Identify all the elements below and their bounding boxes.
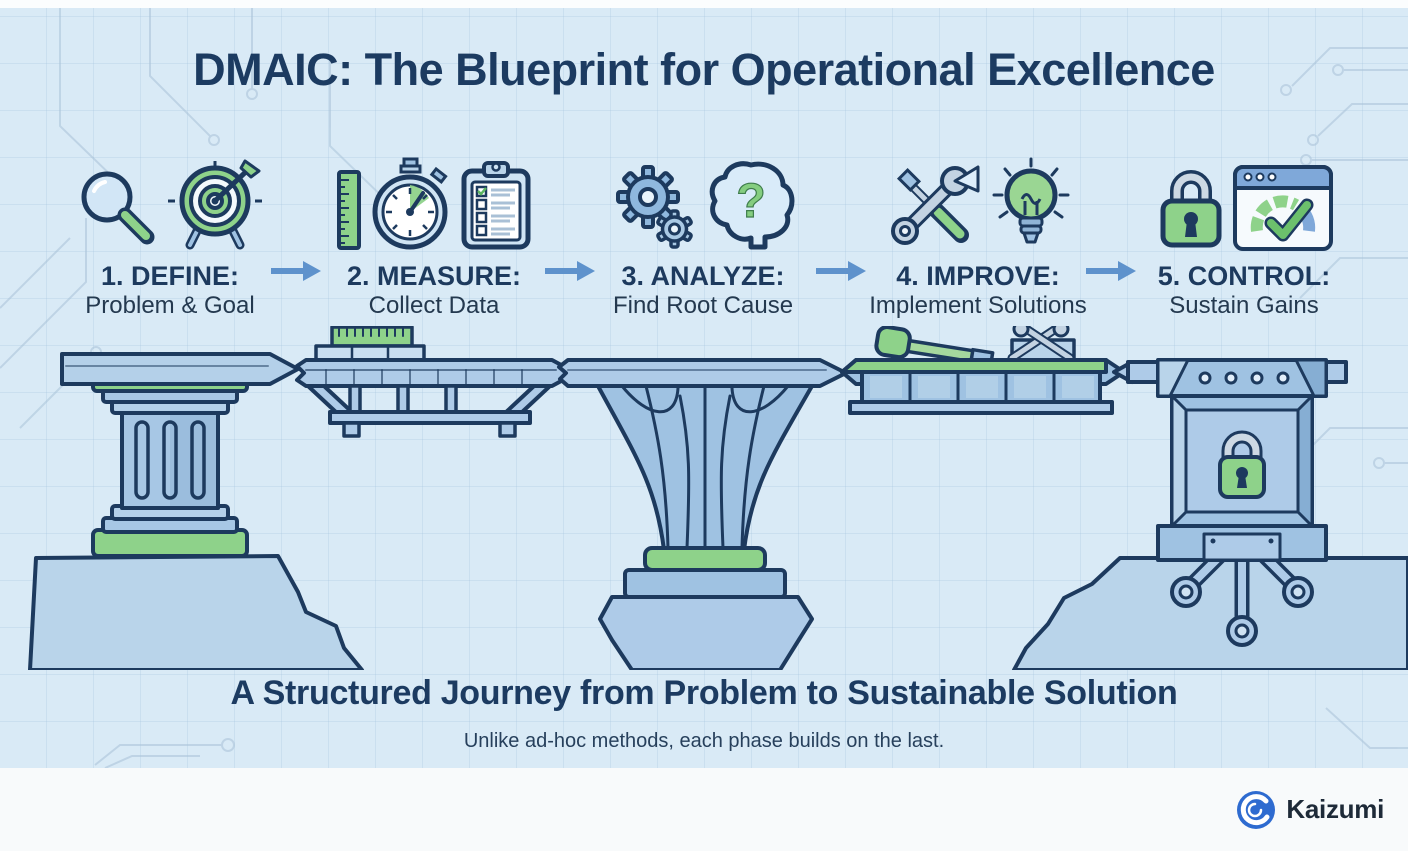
- crossed-tools-icon: [891, 165, 980, 245]
- wrenches-on-deck: [1007, 326, 1076, 363]
- analyze-organic-pier: [557, 358, 848, 670]
- bridge-illustration: [28, 326, 1408, 670]
- phase-name: 5. CONTROL:: [1157, 261, 1331, 291]
- improve-icons: [881, 149, 1075, 251]
- lightbulb-icon: [992, 157, 1070, 244]
- headline: A Structured Journey from Problem to Sus…: [230, 674, 1178, 712]
- phase-subtitle: Collect Data: [368, 292, 500, 319]
- blueprint-background: DMAIC: The Blueprint for Operational Exc…: [0, 8, 1408, 768]
- control-icons: [1155, 149, 1333, 251]
- measure-icons: [336, 149, 532, 251]
- define-pillar: [60, 352, 300, 558]
- phase-control: 5. CONTROL: Sustain Gains: [1124, 140, 1364, 320]
- stopwatch-icon: [372, 157, 448, 250]
- ruler-icon: [337, 170, 361, 250]
- flow-arrow-4: [1086, 261, 1136, 281]
- gears-icon: [616, 165, 693, 249]
- subtext: Unlike ad-hoc methods, each phase builds…: [463, 730, 945, 752]
- phase-define: 1. DEFINE: Problem & Goal: [50, 140, 290, 320]
- phase-name: 2. MEASURE:: [346, 261, 522, 291]
- brand-name: Kaizumi: [1286, 794, 1384, 824]
- footer-bar: Kaizumi: [0, 768, 1408, 851]
- svg-text:?: ?: [736, 175, 765, 228]
- target-icon: [168, 159, 262, 250]
- phase-measure: 2. MEASURE: Collect Data: [314, 140, 554, 320]
- flow-arrow-1: [271, 261, 321, 281]
- left-cliff: [28, 554, 364, 670]
- phase-analyze: ? 3. ANALYZE: Find Root Cause: [583, 140, 823, 320]
- phase-subtitle: Problem & Goal: [85, 292, 255, 319]
- improve-girder-segment: [840, 326, 1126, 415]
- padlock-icon: [1160, 170, 1222, 248]
- phase-subtitle: Sustain Gains: [1169, 292, 1319, 319]
- phase-name: 4. IMPROVE:: [896, 261, 1060, 291]
- flow-arrow-3: [816, 261, 866, 281]
- gauge-window-icon: [1233, 165, 1333, 251]
- phase-improve: 4. IMPROVE: Implement Solutions: [828, 140, 1128, 320]
- phase-name: 3. ANALYZE:: [621, 261, 785, 291]
- magnifier-icon: [81, 171, 155, 245]
- phase-subtitle: Find Root Cause: [612, 292, 794, 319]
- phase-subtitle: Implement Solutions: [869, 292, 1087, 319]
- measure-truss-segment: [295, 326, 578, 438]
- kaizumi-logo-icon: [1237, 790, 1276, 829]
- define-icons: [75, 149, 265, 251]
- page-title: DMAIC: The Blueprint for Operational Exc…: [193, 44, 1215, 95]
- phase-name: 1. DEFINE:: [100, 261, 240, 291]
- flow-arrow-2: [545, 261, 595, 281]
- clipboard-icon: [461, 161, 531, 250]
- analyze-icons: ?: [607, 149, 799, 251]
- brain-question-icon: ?: [709, 161, 795, 250]
- control-anchor-block: [1112, 358, 1348, 562]
